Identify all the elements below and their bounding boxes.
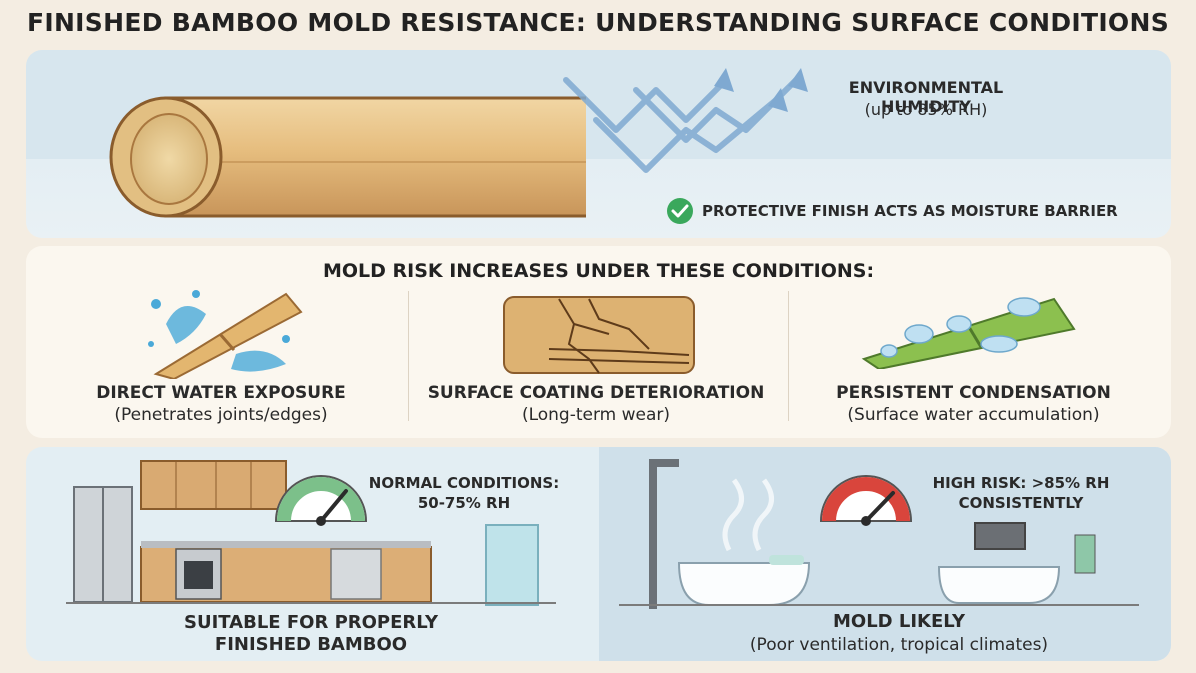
mold-likely-subtitle: (Poor ventilation, tropical climates) <box>749 635 1049 655</box>
condition-title: DIRECT WATER EXPOSURE <box>96 383 346 403</box>
suitable-line2: FINISHED BAMBOO <box>214 634 408 655</box>
kitchen-illustration <box>66 460 556 606</box>
normal-label-line2: 50-75% RH <box>417 494 511 512</box>
high-risk-line1: HIGH RISK: >85% RH <box>932 474 1110 492</box>
barrier-note: PROTECTIVE FINISH ACTS AS MOISTURE BARRI… <box>666 197 1118 225</box>
mold-likely-label: MOLD LIKELY <box>832 611 965 632</box>
gauge-normal-icon <box>274 475 368 526</box>
high-risk-line2: CONSISTENTLY <box>958 494 1084 512</box>
risk-heading: MOLD RISK INCREASES UNDER THESE CONDITIO… <box>322 260 875 282</box>
condition-item: DIRECT WATER EXPOSURE (Penetrates joints… <box>56 383 386 425</box>
suitable-label: SUITABLE FOR PROPERLY FINISHED BAMBOO <box>116 612 506 656</box>
condition-item: SURFACE COATING DETERIORATION (Long-term… <box>416 383 776 425</box>
barrier-text: PROTECTIVE FINISH ACTS AS MOISTURE BARRI… <box>702 202 1118 220</box>
normal-conditions-label: NORMAL CONDITIONS: 50-75% RH <box>364 473 564 513</box>
water-splash-bamboo-icon <box>148 290 303 379</box>
page-title: FINISHED BAMBOO MOLD RESISTANCE: UNDERST… <box>26 8 1170 37</box>
condition-subtitle: (Penetrates joints/edges) <box>114 405 328 425</box>
environment-comparison-panel: NORMAL CONDITIONS: 50-75% RH SUITABLE FO… <box>26 447 1171 661</box>
high-risk-label: HIGH RISK: >85% RH CONSISTENTLY <box>911 473 1131 513</box>
risk-conditions-panel: MOLD RISK INCREASES UNDER THESE CONDITIO… <box>26 246 1171 438</box>
cracked-bamboo-icon <box>503 296 695 374</box>
humidity-title: ENVIRONMENTAL HUMIDITY <box>848 78 1004 116</box>
condition-subtitle: (Long-term wear) <box>521 405 671 425</box>
condition-subtitle: (Surface water accumulation) <box>847 405 1100 425</box>
high-risk-side: HIGH RISK: >85% RH CONSISTENTLY MOLD LIK… <box>599 447 1171 661</box>
bathroom-illustration <box>619 459 1139 609</box>
bamboo-tube-illustration <box>109 96 586 218</box>
condition-title: PERSISTENT CONDENSATION <box>836 383 1111 403</box>
normal-label-line1: NORMAL CONDITIONS: <box>368 474 560 492</box>
condensation-bamboo-icon <box>861 297 1076 369</box>
humidity-arrows-icon <box>563 68 808 173</box>
divider <box>788 291 789 421</box>
humidity-panel: ENVIRONMENTAL HUMIDITY (up to 85% RH) PR… <box>26 50 1171 238</box>
gauge-high-icon <box>819 475 913 526</box>
condition-title: SURFACE COATING DETERIORATION <box>427 383 765 403</box>
suitable-line1: SUITABLE FOR PROPERLY <box>184 612 438 633</box>
check-circle-icon <box>667 198 693 224</box>
divider <box>408 291 409 421</box>
humidity-subtitle: (up to 85% RH) <box>864 100 988 119</box>
condition-item: PERSISTENT CONDENSATION (Surface water a… <box>796 383 1151 425</box>
